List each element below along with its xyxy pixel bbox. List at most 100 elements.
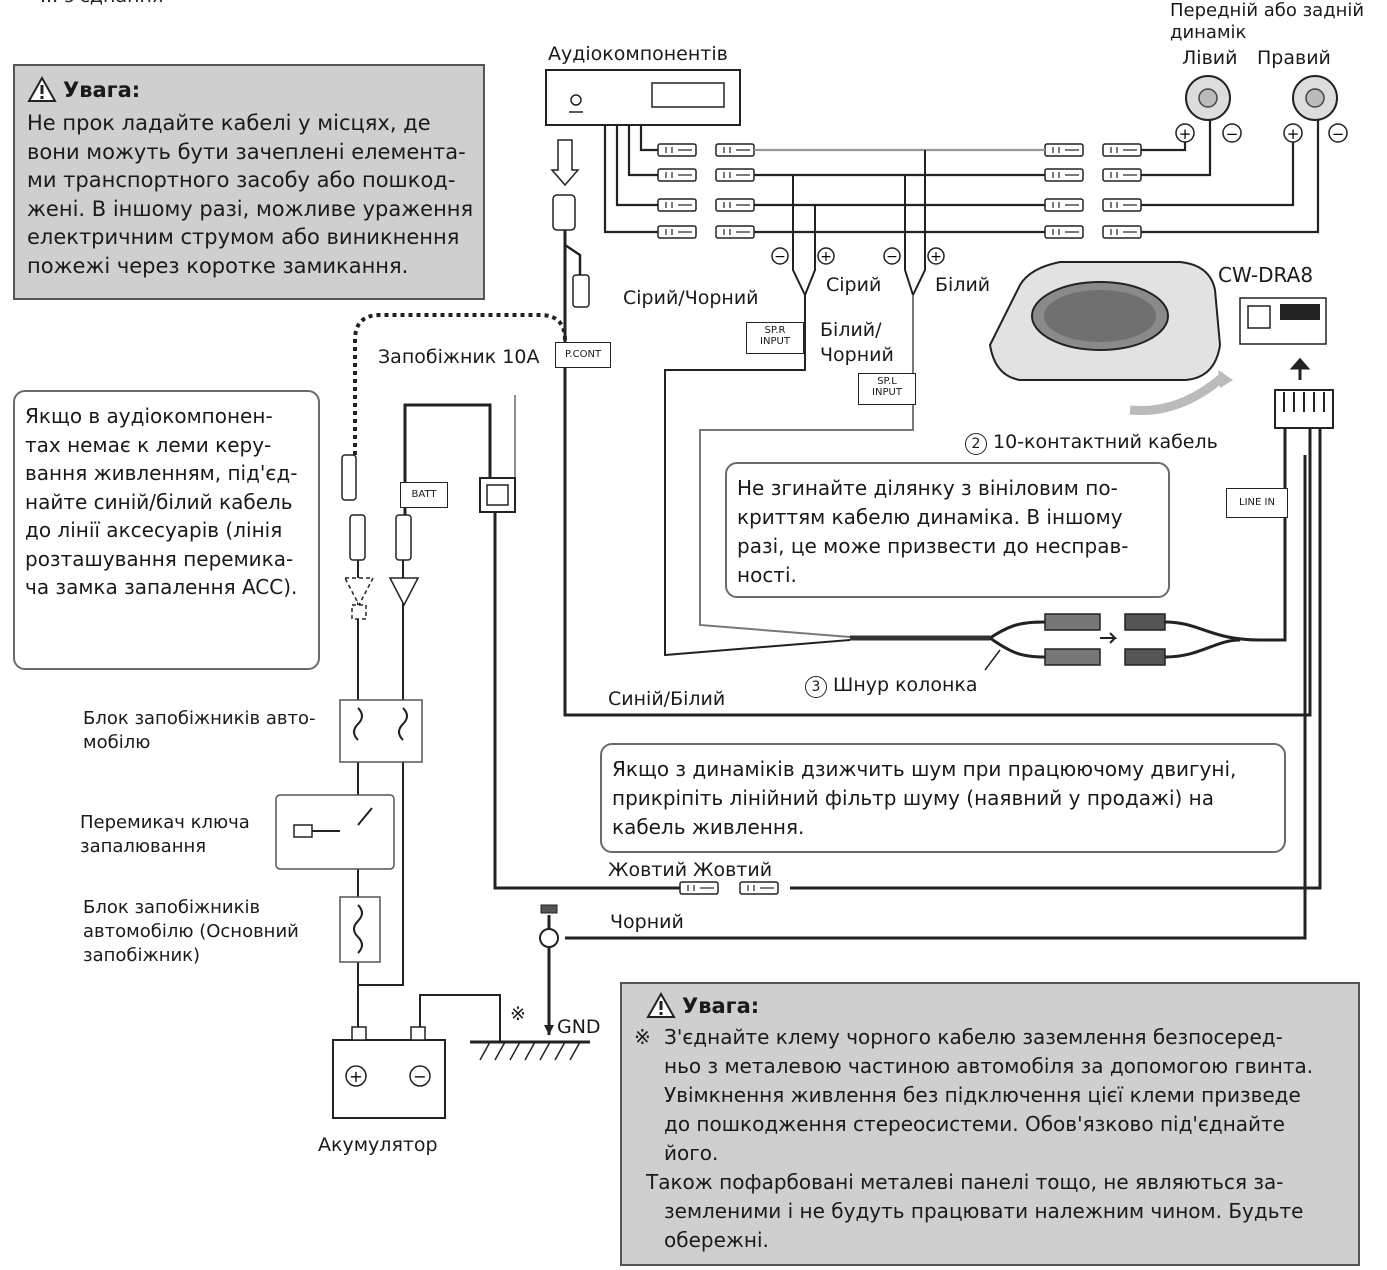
warning-triangle-icon bbox=[27, 76, 57, 102]
fuse-10a-label: Запобіжник 10A bbox=[378, 346, 540, 368]
wire-label-blue-white: Синій/Білий bbox=[608, 688, 726, 710]
wire-label-gray: Сірий bbox=[826, 274, 882, 296]
warning-top-box: Увага: Не прок ладайте кабелі у місцях, … bbox=[13, 64, 485, 300]
acc-note-line: Якщо в аудіокомпонен- bbox=[25, 404, 273, 428]
warning-top-line: жені. В іншому разі, можливе ураження bbox=[27, 196, 474, 221]
acc-note-line: тах немає к леми керу- bbox=[25, 432, 272, 457]
polarity-marks: − + − + bbox=[771, 247, 945, 265]
ignition-label-2: запалювання bbox=[80, 836, 207, 857]
warning-bottom-line: його. bbox=[664, 1141, 719, 1165]
warning-bottom-title: Увага: bbox=[682, 993, 760, 1018]
acc-dotted-wire bbox=[353, 313, 567, 455]
bend-note-line: криттям кабелю динаміка. В іншому bbox=[737, 505, 1123, 529]
product-name: CW-DRA8 bbox=[1218, 263, 1314, 287]
main-fuse-label-3: запобіжник) bbox=[83, 945, 201, 966]
cable-10pin-text: 10-контактний кабель bbox=[993, 431, 1218, 453]
blue-white-wire bbox=[563, 230, 1312, 717]
tag-sp-r-line1: SP.R bbox=[764, 325, 786, 336]
batt-wire bbox=[403, 403, 1322, 890]
wire-label-white-black-2: Чорний bbox=[820, 344, 894, 366]
svg-text:−: − bbox=[1332, 125, 1345, 143]
svg-text:−: − bbox=[886, 249, 898, 265]
rca-connectors bbox=[1044, 613, 1166, 666]
svg-text:−: − bbox=[1226, 125, 1239, 143]
ignition-switch-icon bbox=[275, 794, 395, 870]
car-fuse-block-icon bbox=[339, 699, 423, 763]
left-speaker-icon: + − bbox=[1175, 75, 1242, 143]
wire-label-gray-black: Сірий/Чорний bbox=[623, 287, 759, 309]
acc-note-line: до лінії аксесуарів (лінія bbox=[25, 518, 283, 542]
head-unit-speaker-wires bbox=[603, 125, 660, 234]
speaker-title-line2: динамік bbox=[1170, 22, 1247, 43]
sp-input-taps bbox=[792, 150, 926, 296]
yellow-plugs bbox=[679, 881, 779, 895]
left-speaker-label: Лівий bbox=[1182, 47, 1238, 69]
noise-note-bubble: Якщо з динаміків дзижчить шум при працюю… bbox=[600, 743, 1286, 853]
bend-note-bubble: Не згинайте ділянку з вініловим по- крит… bbox=[725, 462, 1170, 598]
acc-note-line: вання живленням, під'єд- bbox=[25, 461, 298, 485]
svg-text:+: + bbox=[1179, 125, 1192, 143]
top-fragment: ... з'єднання bbox=[40, 0, 163, 8]
noise-note-line: кабель живлення. bbox=[612, 815, 805, 839]
acc-note-line: найте синій/білий кабель bbox=[25, 489, 293, 514]
speaker-cord-number: 3 bbox=[805, 676, 827, 698]
warning-bottom-line2: земленими і не будуть працювати належним… bbox=[664, 1199, 1304, 1223]
wire-label-yellow-left: Жовтий bbox=[608, 859, 688, 881]
bend-note-line: Не згинайте ділянку з вініловим по- bbox=[737, 476, 1118, 500]
wire-label-yellow-right: Жовтий bbox=[693, 859, 773, 881]
speaker-cord-text: Шнур колонка bbox=[833, 674, 978, 696]
gnd-label: GND bbox=[557, 1016, 601, 1038]
wire-label-white: Білий bbox=[935, 274, 991, 296]
noise-note-line: Якщо з динаміків дзижчить шум при працюю… bbox=[612, 757, 1237, 781]
cable-10pin-label: 2 10-контактний кабель bbox=[965, 430, 1218, 455]
ignition-label-1: Перемикач ключа bbox=[80, 812, 250, 833]
warning-bottom-line: до пошкодження стереосистеми. Обов'язков… bbox=[664, 1112, 1285, 1136]
warning-top-line: ми транспортного засобу або пошкод- bbox=[27, 168, 456, 192]
warning-bottom-line2: обережні. bbox=[664, 1228, 769, 1252]
warning-top-line: пожежі через коротке замикання. bbox=[27, 253, 409, 278]
svg-text:+: + bbox=[349, 1067, 362, 1086]
ground-symbol bbox=[470, 1040, 590, 1061]
right-speaker-label: Правий bbox=[1257, 47, 1331, 69]
warning-top-line: електричним струмом або виникнення bbox=[27, 225, 460, 249]
warning-bottom-line: Увімкнення живлення без підключення цієї… bbox=[664, 1083, 1301, 1107]
audio-component-label: Аудіокомпонентів bbox=[548, 43, 728, 65]
main-fuse-icon bbox=[339, 896, 381, 963]
svg-text:+: + bbox=[930, 249, 942, 265]
warning-triangle-icon bbox=[646, 992, 676, 1018]
ground-screw-icon bbox=[539, 904, 559, 1035]
fuse-block-label-1: Блок запобіжників авто- bbox=[83, 708, 316, 729]
cable-10pin-number: 2 bbox=[965, 433, 987, 455]
warning-bottom-star: ※ bbox=[634, 1025, 651, 1049]
acc-note-line: ча замка запалення ACC). bbox=[25, 575, 298, 599]
speaker-title-line1: Передній або задній bbox=[1170, 0, 1365, 21]
pcont-connector bbox=[550, 139, 590, 308]
amp-panel-icon bbox=[1239, 297, 1334, 460]
tag-sp-l-input: SP.L INPUT bbox=[858, 373, 916, 405]
svg-text:−: − bbox=[413, 1067, 426, 1086]
right-speaker-icon: + − bbox=[1283, 75, 1348, 143]
warning-bottom-line: ньо з металевою частиною автомобіля за д… bbox=[664, 1054, 1314, 1078]
tag-sp-r-line2: INPUT bbox=[760, 336, 790, 347]
battery-icon: + − bbox=[332, 1026, 446, 1119]
fuse-holder-icon bbox=[479, 395, 516, 513]
warning-bottom-line2: Також пофарбовані металеві панелі тощо, … bbox=[646, 1170, 1284, 1194]
acc-note-line: розташування перемика- bbox=[25, 546, 294, 571]
tag-sp-l-line2: INPUT bbox=[872, 387, 902, 398]
battery-label: Акумулятор bbox=[318, 1134, 438, 1156]
acc-note-bubble: Якщо в аудіокомпонен- тах немає к леми к… bbox=[13, 390, 320, 670]
main-fuse-label-1: Блок запобіжників bbox=[83, 897, 261, 918]
warning-bottom-box: Увага: ※ З'єднайте клему чорного кабелю … bbox=[620, 982, 1360, 1266]
tag-sp-r-input: SP.R INPUT bbox=[746, 322, 804, 354]
speaker-output-wires bbox=[1141, 100, 1320, 234]
speaker-bus-wires bbox=[754, 148, 1045, 234]
wire-label-white-black-1: Білий/ bbox=[820, 319, 882, 341]
fuse-block-label-2: мобілю bbox=[83, 732, 151, 753]
warning-top-line: вони можуть бути зачеплені елемента- bbox=[27, 139, 466, 164]
audio-component-unit bbox=[545, 69, 741, 126]
speaker-cord-label: 3 Шнур колонка bbox=[805, 673, 978, 698]
acc-connectors bbox=[341, 454, 420, 620]
warning-top-line: Не прок ладайте кабелі у місцях, де bbox=[27, 111, 431, 135]
tag-batt: BATT bbox=[400, 482, 448, 508]
